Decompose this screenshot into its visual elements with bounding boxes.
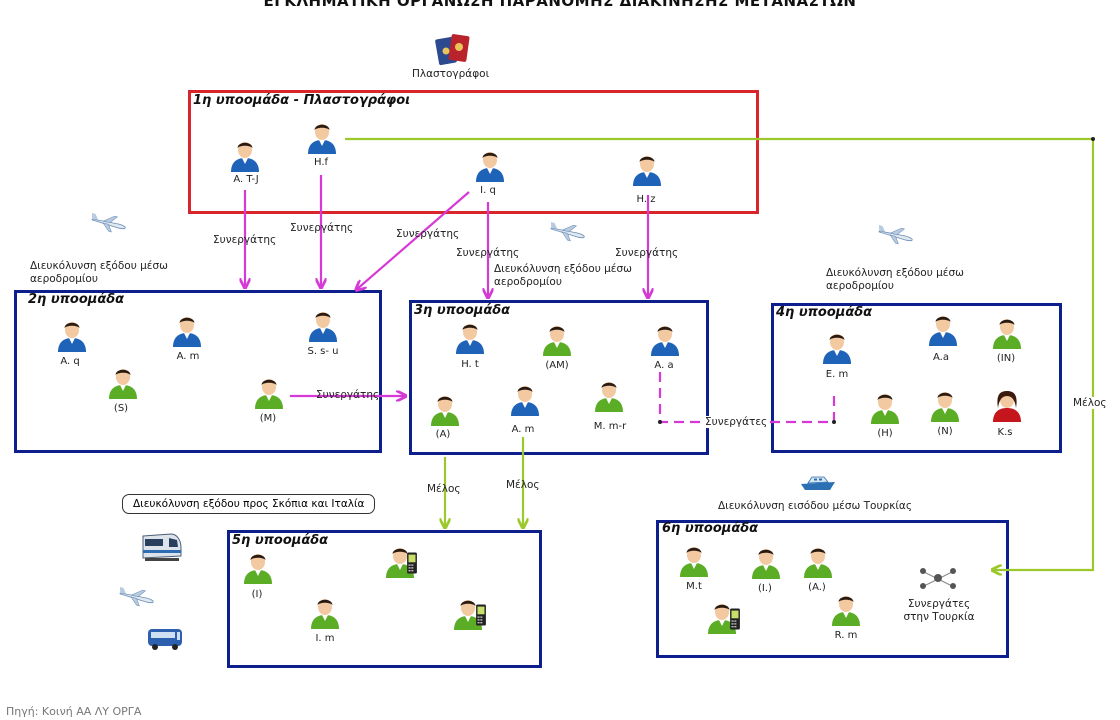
passports-icon bbox=[434, 32, 474, 68]
person-icon bbox=[473, 148, 507, 182]
member-label: K.s bbox=[997, 427, 1013, 438]
member-label: (N) bbox=[937, 426, 953, 437]
group-3-title: 3η υποομάδα bbox=[414, 303, 511, 318]
person-icon bbox=[820, 330, 854, 364]
group-1-box bbox=[188, 90, 759, 214]
bus-icon bbox=[148, 629, 182, 650]
person-icon bbox=[428, 392, 462, 426]
member-label: A. q bbox=[60, 356, 80, 367]
person-icon bbox=[228, 138, 262, 172]
member-label: A.a bbox=[933, 352, 949, 363]
group-5-box bbox=[227, 530, 542, 668]
person-icon bbox=[749, 545, 783, 579]
annotation-airport-exit: Διευκόλυνση εξόδου μέσω αεροδρομίου bbox=[494, 263, 632, 288]
boat-icon bbox=[801, 476, 835, 490]
edge-label-collaborator: Συνεργάτης bbox=[615, 247, 679, 259]
member-label: A. T-J bbox=[233, 174, 259, 185]
group-2-box bbox=[14, 290, 382, 453]
member-label: (H) bbox=[877, 428, 893, 439]
group-4-box bbox=[771, 303, 1062, 453]
member-label: H. z bbox=[636, 194, 656, 205]
person-icon bbox=[801, 544, 835, 578]
person-icon bbox=[540, 322, 574, 356]
group-1-title: 1η υποομάδα - Πλαστογράφοι bbox=[193, 93, 411, 108]
edge-label-member: Μέλος bbox=[506, 479, 540, 491]
person-icon bbox=[308, 595, 342, 629]
person-icon bbox=[170, 313, 204, 347]
person-icon bbox=[241, 550, 275, 584]
member-label: (M) bbox=[259, 413, 277, 424]
edge-label-member: Μέλος bbox=[1073, 397, 1107, 409]
member-label: (I) bbox=[251, 589, 263, 600]
phone-icon bbox=[405, 550, 419, 576]
member-label: I. m bbox=[315, 633, 335, 644]
person-icon bbox=[106, 365, 140, 399]
annotation-airport-exit: Διευκόλυνση εξόδου μέσω αεροδρομίου bbox=[826, 267, 964, 292]
member-label: (S) bbox=[113, 403, 129, 414]
member-label: M.t bbox=[686, 581, 702, 592]
member-label: A. a bbox=[654, 360, 674, 371]
arrow-iq-to-g2 bbox=[356, 191, 470, 290]
person-icon bbox=[926, 312, 960, 346]
member-label: H. t bbox=[461, 359, 479, 370]
person-icon bbox=[928, 388, 962, 422]
edge-label-collaborator: Συνεργάτης bbox=[396, 228, 460, 240]
edge-label-collaborator: Συνεργάτης bbox=[213, 234, 277, 246]
group-6-title: 6η υποομάδα bbox=[662, 521, 759, 536]
member-label: H.f bbox=[313, 157, 329, 168]
member-label: I. q bbox=[480, 185, 496, 196]
person-icon bbox=[829, 592, 863, 626]
arrow-hf-to-g6 bbox=[345, 137, 1095, 570]
person-icon bbox=[306, 308, 340, 342]
member-label: M. m-r bbox=[593, 421, 627, 432]
group-5-title: 5η υποομάδα bbox=[232, 533, 329, 548]
phone-icon bbox=[474, 602, 488, 628]
person-icon bbox=[677, 543, 711, 577]
edge-label-collaborator: Συνεργάτης bbox=[456, 247, 520, 259]
person-icon bbox=[592, 378, 626, 412]
dashed-link-aa-em bbox=[658, 372, 836, 424]
edge-label-collaborators: Συνεργάτες bbox=[705, 416, 768, 428]
edge-label-collaborator: Συνεργάτης bbox=[290, 222, 354, 234]
annotation-exit-skopia-italy: Διευκόλυνση εξόδου προς Σκόπια και Ιταλί… bbox=[122, 494, 376, 514]
member-label: (AM) bbox=[545, 360, 569, 371]
person-icon bbox=[648, 322, 682, 356]
person-icon bbox=[990, 388, 1024, 422]
member-label: (I.) bbox=[758, 583, 772, 594]
train-icon bbox=[142, 533, 182, 561]
group-2-title: 2η υποομάδα bbox=[28, 292, 125, 307]
person-icon bbox=[305, 120, 339, 154]
person-icon bbox=[55, 318, 89, 352]
person-icon bbox=[630, 152, 664, 186]
network-icon bbox=[920, 568, 956, 589]
member-label: A. m bbox=[176, 351, 200, 362]
passports-label: Πλαστογράφοι bbox=[412, 68, 490, 80]
diagram-title: ΕΓΚΛΗΜΑΤΙΚΗ ΟΡΓΑΝΩΣΗ ΠΑΡΑΝΟΜΗΣ ΔΙΑΚΙΝΗΣΗ… bbox=[263, 0, 857, 10]
person-icon bbox=[453, 320, 487, 354]
group-3-box bbox=[409, 300, 709, 455]
member-label: (A) bbox=[435, 429, 451, 440]
collaborators-turkey-label: Συνεργάτες στην Τουρκία bbox=[903, 598, 975, 623]
phone-icon bbox=[728, 606, 742, 632]
annotation-airport-exit: Διευκόλυνση εξόδου μέσω αεροδρομίου bbox=[30, 260, 168, 285]
person-icon bbox=[990, 315, 1024, 349]
group-4-title: 4η υποομάδα bbox=[776, 305, 873, 320]
member-label: A. m bbox=[511, 424, 535, 435]
group-6-box bbox=[656, 520, 1009, 658]
person-icon bbox=[508, 382, 542, 416]
member-label: S. s- u bbox=[307, 346, 339, 357]
edge-label-collaborator: Συνεργάτης bbox=[316, 389, 380, 401]
member-label: (A.) bbox=[808, 582, 826, 593]
member-label: (IN) bbox=[996, 353, 1016, 364]
annotation-entry-turkey: Διευκόλυνση εισόδου μέσω Τουρκίας bbox=[718, 500, 913, 512]
member-label: E. m bbox=[825, 369, 849, 380]
source-footer: Πηγή: Κοινή ΑΑ ΛΥ ΟΡΓΑ bbox=[6, 705, 142, 718]
person-icon bbox=[868, 390, 902, 424]
person-icon bbox=[252, 375, 286, 409]
edge-label-member: Μέλος bbox=[427, 483, 461, 495]
member-label: R. m bbox=[834, 630, 858, 641]
